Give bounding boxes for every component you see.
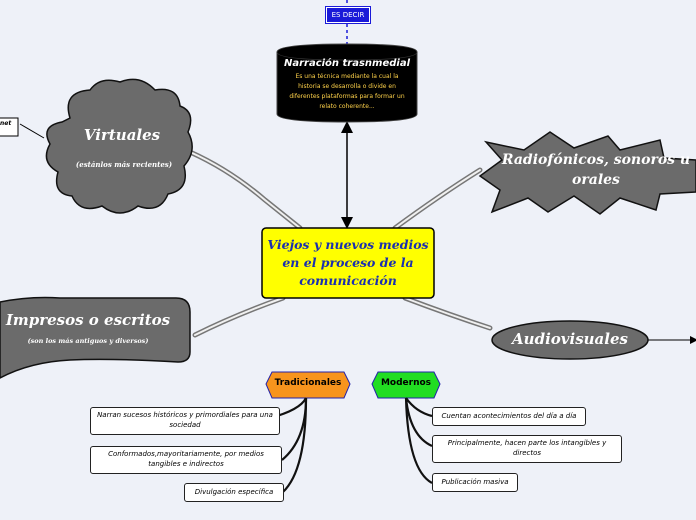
- modernos-item-1[interactable]: Cuentan acontecimientos del día a día: [432, 407, 586, 426]
- virtuales-title[interactable]: Virtuales: [83, 126, 161, 144]
- audiovisuales-title[interactable]: Audiovisuales: [512, 330, 628, 348]
- tradicionales-item-3[interactable]: Divulgación específica: [184, 483, 284, 502]
- tradicionales-item-1[interactable]: Narran sucesos históricos y primordiales…: [90, 407, 280, 435]
- tradicionales-badge-shape: [265, 371, 351, 399]
- left-fragment-frame: [0, 117, 19, 137]
- virtuales-subtitle: (estánlos más recientes): [75, 160, 173, 169]
- narracion-title: Narración trasnmedial: [283, 58, 411, 69]
- radio-title[interactable]: Radiofónicos, sonoros u orales: [501, 152, 691, 188]
- branch-connectors: [187, 149, 493, 338]
- center-node-shape: [261, 227, 435, 299]
- center-title[interactable]: Viejos y nuevos medios en el proceso de …: [267, 237, 429, 288]
- impresos-title[interactable]: Impresos o escritos: [5, 311, 171, 329]
- impresos-node-shape: [0, 296, 191, 379]
- modernos-badge-shape: [371, 371, 441, 399]
- radio-node-shape: [478, 131, 696, 215]
- impresos-subtitle: (son los más antiguos y diversos): [27, 337, 149, 345]
- modernos-branches: [404, 397, 433, 484]
- modernos-item-3[interactable]: Publicación masiva: [432, 473, 518, 492]
- virtuales-link: [19, 123, 45, 139]
- narracion-node-shape: [276, 43, 418, 123]
- tradicionales-item-2[interactable]: Conformados,mayoritariamente, por medios…: [90, 446, 282, 474]
- modernos-badge[interactable]: Modernos: [380, 378, 432, 388]
- virtuales-cloud-shape: [45, 78, 193, 214]
- left-fragment-label: net: [0, 120, 12, 127]
- narracion-description: Es una técnica mediante la cual la histo…: [289, 73, 405, 110]
- es-decir-tag[interactable]: ES DECIR: [326, 7, 370, 23]
- modernos-item-2[interactable]: Principalmente, hacen parte los intangib…: [432, 435, 622, 463]
- tradicionales-badge[interactable]: Tradicionales: [274, 378, 342, 388]
